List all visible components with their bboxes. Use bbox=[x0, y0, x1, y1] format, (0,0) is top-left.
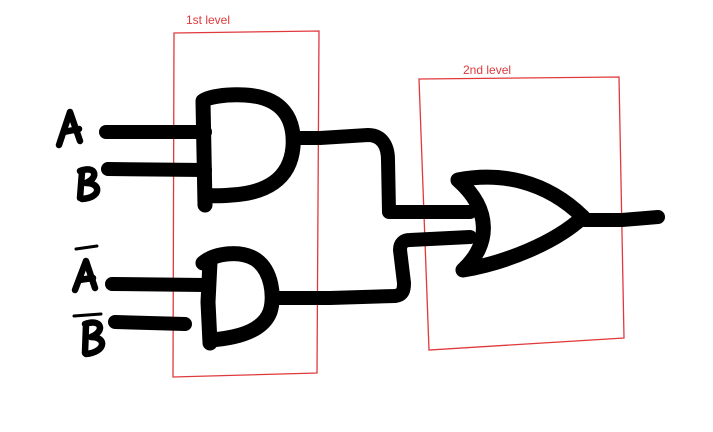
input-labels: A B A B bbox=[55, 108, 106, 358]
wire-b-not bbox=[108, 315, 192, 331]
overbar-b bbox=[72, 312, 103, 318]
wire-and2-to-or bbox=[271, 230, 477, 305]
label-a: A bbox=[55, 108, 84, 149]
level-1-box: 1st level bbox=[172, 13, 320, 378]
and-gate-2 bbox=[195, 246, 280, 351]
level-2-label: 2nd level bbox=[463, 63, 511, 77]
and-gate-1-body bbox=[195, 87, 301, 213]
level-1-border bbox=[172, 30, 320, 378]
or-gate-body bbox=[450, 169, 591, 278]
wire-and1-to-or bbox=[288, 128, 477, 219]
label-b-not: B bbox=[72, 312, 106, 358]
level-2-box: 2nd level bbox=[418, 63, 625, 351]
level-connections bbox=[271, 128, 477, 305]
level-1-label: 1st level bbox=[186, 13, 230, 27]
and-gate-2-back bbox=[200, 254, 218, 351]
or-gate bbox=[450, 169, 591, 278]
and-gate-2-body bbox=[195, 246, 280, 348]
wire-a-not bbox=[105, 277, 212, 292]
label-a-not: A bbox=[71, 244, 99, 294]
overbar-a bbox=[74, 244, 99, 251]
level-2-border bbox=[418, 76, 625, 351]
output-wire bbox=[578, 210, 665, 227]
and-gate-1 bbox=[195, 87, 301, 213]
label-b: B bbox=[76, 166, 101, 203]
input-wires bbox=[99, 125, 212, 331]
wire-b bbox=[101, 162, 212, 177]
